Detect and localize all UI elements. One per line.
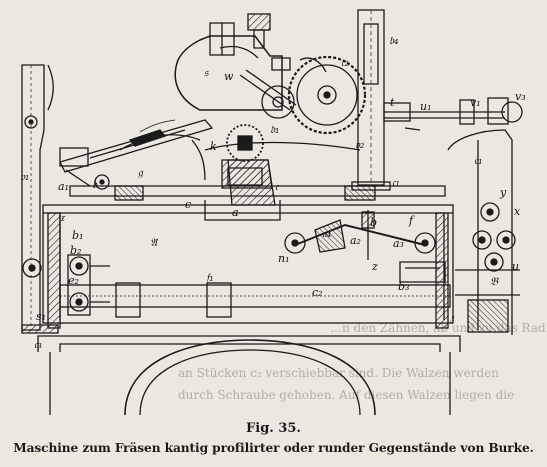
label-w: w	[224, 70, 234, 83]
label-s1: s₁	[36, 310, 46, 323]
right-spindle	[383, 97, 523, 131]
label-dA: 𝔄	[150, 236, 159, 249]
machine-bed	[42, 200, 454, 329]
label-b2: b₂	[70, 244, 81, 257]
vertical-column	[351, 9, 391, 191]
label-df1: 𝔣₁	[206, 271, 214, 284]
label-dd: 𝔡	[92, 178, 98, 191]
label-dc1: 𝔠₁	[392, 176, 400, 189]
cutter-housing	[174, 22, 283, 111]
label-z: z	[371, 260, 378, 273]
label-a1: a₁	[58, 180, 69, 193]
label-b: b	[370, 216, 377, 229]
label-y: y	[499, 186, 507, 199]
label-dg: 𝔤	[138, 166, 144, 179]
label-dv2: 𝔳₂	[355, 138, 364, 151]
label-dd1: 𝔡₁	[270, 123, 279, 136]
label-b3: b₃	[398, 280, 409, 293]
label-ds: 𝔰	[204, 66, 209, 79]
label-b1: b₁	[72, 229, 83, 242]
label-v1: v₁	[470, 96, 481, 109]
annotation-labels: 𝔰 w 𝔠₂ 𝔟₄ t 𝔳₂ u₁ v₁ v₃ 𝔡 k a₁ 𝔠 𝔤 𝔠₁ 𝔢₁…	[20, 34, 526, 351]
tilting-levers	[284, 210, 446, 283]
label-u1: u₁	[420, 100, 432, 113]
figure-caption: Maschine zum Fräsen kantig profilirter o…	[13, 441, 534, 455]
label-db4: 𝔟₄	[389, 34, 398, 47]
label-dc3: 𝔠₃	[34, 338, 42, 351]
figure-number: Fig. 35.	[246, 421, 301, 436]
upper-linkage	[239, 57, 327, 111]
workpiece	[191, 139, 276, 206]
hand-lever-frame	[21, 64, 59, 334]
label-dx: 𝔵	[60, 211, 66, 224]
label-c: c	[185, 198, 191, 211]
label-da4: 𝔞₄	[322, 227, 331, 240]
label-a3: a₃	[393, 237, 404, 250]
adjusting-screw-cap	[247, 13, 271, 49]
label-dc: 𝔠	[275, 180, 280, 193]
label-e2: e₂	[68, 274, 79, 287]
label-t: t	[390, 96, 395, 109]
label-a2: a₂	[350, 234, 361, 247]
label-f: f	[408, 214, 415, 227]
label-dc2: 𝔠₂	[341, 56, 349, 69]
left-slide-assembly	[22, 254, 110, 316]
gear-wheel	[261, 55, 367, 135]
faint-line-3: durch Schraube gehoben. Auf diesen Walze…	[178, 388, 514, 402]
inclined-feed-arm	[59, 119, 214, 190]
bleed-through-text: …n den Zähnen, ab und zu das Rad an Stüc…	[178, 321, 546, 402]
label-u: u	[512, 260, 519, 273]
label-ee1: 𝔢₁	[474, 154, 483, 167]
label-dB: 𝔅	[490, 275, 499, 288]
label-x: x	[514, 205, 521, 218]
label-a: a	[232, 206, 239, 219]
feed-roller-assembly	[447, 129, 520, 335]
label-k: k	[210, 140, 217, 153]
label-c2: c₂	[312, 286, 323, 299]
machine-drawing: …n den Zähnen, ab und zu das Rad an Stüc…	[20, 9, 546, 416]
label-v3: v₃	[515, 90, 526, 103]
label-n1: n₁	[278, 252, 290, 265]
foundation-arch	[37, 335, 461, 416]
label-dv1: 𝔳₁	[20, 170, 29, 183]
label-dz: 𝔷	[450, 311, 455, 324]
